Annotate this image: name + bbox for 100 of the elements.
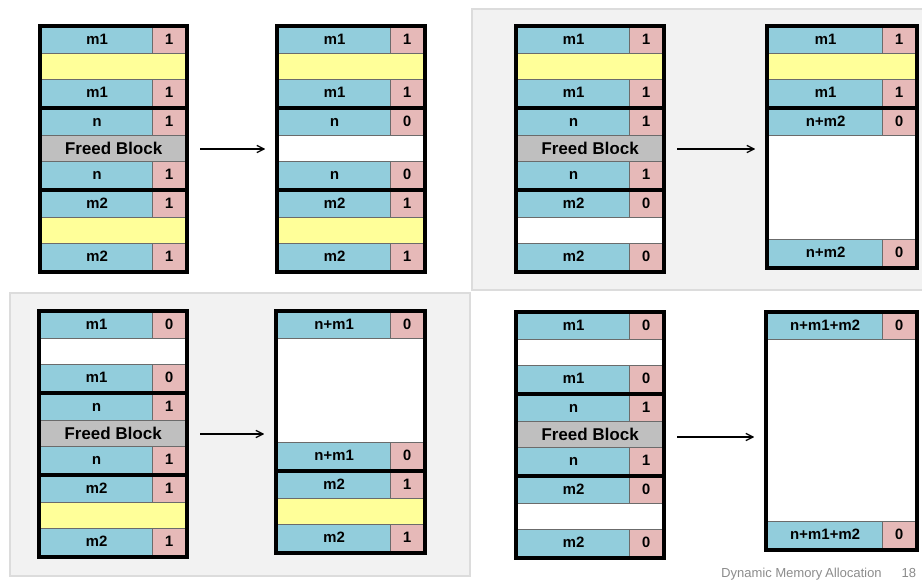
size-cell: m1	[769, 80, 882, 106]
header-row	[42, 244, 185, 270]
header-row	[279, 80, 423, 106]
arrow	[200, 144, 265, 154]
size-cell: m1	[518, 80, 629, 106]
header-row	[279, 110, 423, 136]
memory-block	[518, 106, 662, 188]
arrow	[677, 144, 755, 154]
header-row	[769, 240, 915, 266]
header-row	[279, 192, 423, 218]
size-cell: n	[42, 162, 152, 188]
allocated-bit-cell: 0	[629, 366, 662, 392]
header-row	[518, 396, 662, 422]
size-cell: n	[42, 110, 152, 135]
header-row	[518, 192, 662, 218]
allocated-bit-cell: 0	[629, 314, 662, 339]
memory-block	[279, 28, 423, 106]
allocated-payload	[41, 503, 185, 529]
allocated-payload	[279, 54, 423, 80]
heap-column	[514, 24, 666, 274]
free-payload	[518, 218, 662, 244]
header-row	[278, 443, 423, 469]
size-cell: n+m1	[278, 443, 390, 469]
header-row	[769, 110, 915, 136]
size-cell: m2	[278, 473, 390, 498]
header-row	[518, 448, 662, 474]
size-cell: m1	[518, 28, 629, 53]
header-row	[41, 313, 185, 339]
size-cell: m1	[41, 313, 152, 338]
arrow	[200, 430, 264, 438]
allocated-bit-cell: 1	[629, 80, 662, 106]
free-payload	[278, 339, 423, 443]
header-row	[279, 162, 423, 188]
header-row	[42, 28, 185, 54]
allocated-bit-cell: 0	[882, 110, 915, 135]
memory-block	[518, 28, 662, 106]
memory-block	[278, 313, 423, 469]
allocated-bit-cell: 0	[629, 192, 662, 217]
header-row	[279, 244, 423, 270]
size-cell: m2	[42, 244, 152, 270]
allocated-bit-cell: 1	[152, 447, 185, 473]
size-cell: n+m1	[278, 313, 390, 338]
header-row	[518, 28, 662, 54]
header-row	[42, 192, 185, 218]
allocated-bit-cell: 1	[882, 28, 915, 53]
size-cell: n	[518, 396, 629, 421]
size-cell: n	[41, 447, 152, 473]
allocated-bit-cell: 0	[390, 443, 423, 469]
allocated-bit-cell: 1	[390, 244, 423, 270]
allocated-bit-cell: 0	[882, 240, 915, 266]
allocated-payload	[42, 54, 185, 80]
allocated-bit-cell: 0	[629, 244, 662, 270]
memory-block	[518, 474, 662, 556]
size-cell: m1	[42, 28, 152, 53]
header-row	[42, 110, 185, 136]
header-row	[41, 447, 185, 473]
size-cell: m2	[278, 525, 390, 551]
memory-block	[41, 313, 185, 391]
allocated-bit-cell: 0	[390, 162, 423, 188]
header-row	[769, 80, 915, 106]
allocated-bit-cell: 1	[152, 529, 185, 555]
header-row	[518, 110, 662, 136]
footer-text: 18	[902, 565, 916, 580]
allocated-bit-cell: 1	[629, 110, 662, 135]
header-row	[278, 525, 423, 551]
allocated-payload	[518, 54, 662, 80]
header-row	[769, 28, 915, 54]
size-cell: m2	[41, 529, 152, 555]
size-cell: m1	[518, 314, 629, 339]
size-cell: m2	[518, 478, 629, 503]
header-row	[518, 530, 662, 556]
header-row	[518, 314, 662, 340]
header-row	[518, 80, 662, 106]
memory-block	[42, 28, 185, 106]
heap-column	[38, 24, 189, 274]
size-cell: m1	[42, 80, 152, 106]
allocated-bit-cell: 1	[152, 28, 185, 53]
allocated-payload	[769, 54, 915, 80]
allocated-bit-cell: 0	[629, 478, 662, 503]
size-cell: m2	[42, 192, 152, 217]
allocated-bit-cell: 1	[390, 80, 423, 106]
allocated-payload	[42, 218, 185, 244]
header-row	[42, 80, 185, 106]
header-row	[42, 162, 185, 188]
allocated-bit-cell: 1	[390, 28, 423, 53]
allocated-bit-cell: 1	[629, 162, 662, 188]
header-row	[41, 395, 185, 421]
memory-block	[42, 188, 185, 270]
header-row	[278, 313, 423, 339]
memory-block	[41, 473, 185, 555]
allocated-bit-cell: 0	[152, 313, 185, 338]
header-row	[278, 473, 423, 499]
header-row	[768, 314, 915, 340]
size-cell: n	[41, 395, 152, 420]
size-cell: n+m2	[769, 110, 882, 135]
header-row	[41, 477, 185, 503]
header-row	[768, 522, 915, 548]
memory-block	[518, 314, 662, 392]
size-cell: m1	[518, 366, 629, 392]
memory-block	[278, 469, 423, 551]
